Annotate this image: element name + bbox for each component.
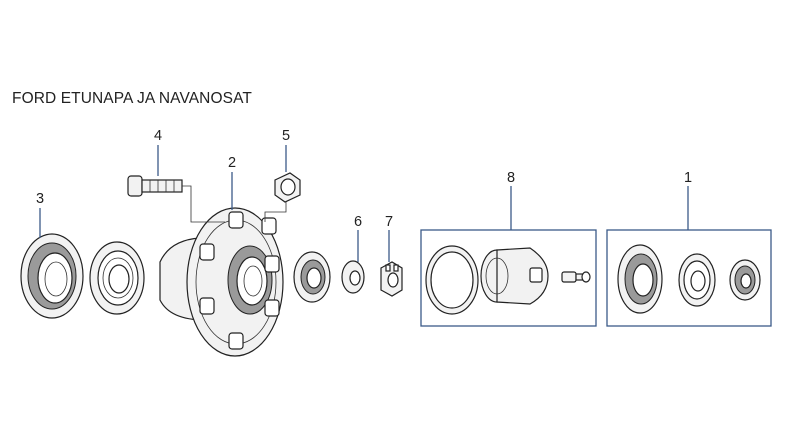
callout-3: 3 xyxy=(36,191,44,207)
inner-bearing xyxy=(89,241,145,315)
nut-guide-line xyxy=(264,202,287,222)
stud-guide-line xyxy=(182,185,225,223)
callout-8: 8 xyxy=(507,170,515,186)
hub-studs xyxy=(199,211,280,350)
part-8-group-box xyxy=(420,229,597,327)
part-1-group-box xyxy=(606,229,772,327)
callout-4: 4 xyxy=(154,128,162,144)
callout-6: 6 xyxy=(354,214,362,230)
part-2-hub xyxy=(159,207,284,357)
part-8-contents xyxy=(425,245,591,315)
part-4-stud xyxy=(127,175,183,197)
diagram-title: FORD ETUNAPA JA NAVANOSAT xyxy=(12,90,252,107)
callout-5: 5 xyxy=(282,128,290,144)
part-6-washer xyxy=(341,260,365,294)
part-1-contents xyxy=(617,244,761,314)
outer-bearing xyxy=(293,251,331,303)
callout-2: 2 xyxy=(228,155,236,171)
part-3-seal xyxy=(20,233,84,319)
part-7-castle-nut xyxy=(380,261,403,297)
part-5-nut xyxy=(274,172,301,203)
callout-1: 1 xyxy=(684,170,692,186)
callout-7: 7 xyxy=(385,214,393,230)
